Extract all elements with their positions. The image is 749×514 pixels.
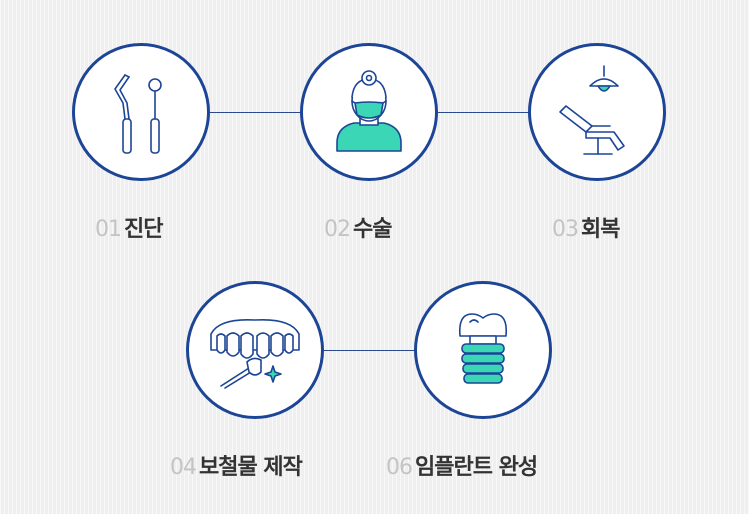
dentist-icon — [336, 70, 402, 152]
step-06-number: 06 — [386, 455, 413, 480]
step-04-circle — [186, 281, 324, 419]
step-03-number: 03 — [552, 217, 579, 242]
step-01-title: 진단 — [124, 217, 163, 242]
step-04-title: 보철물 제작 — [199, 455, 303, 480]
dental-tools-icon — [114, 74, 162, 154]
step-02-circle — [300, 43, 438, 181]
step-03-title: 회복 — [581, 217, 620, 242]
step-01-circle — [72, 43, 210, 181]
step-02-title: 수술 — [353, 217, 392, 242]
step-02-number: 02 — [324, 217, 351, 242]
dental-prosthesis-icon — [210, 318, 300, 389]
step-01-number: 01 — [95, 217, 122, 242]
dental-chair-icon — [559, 65, 625, 155]
connector-line-2-3 — [438, 112, 530, 113]
step-03-circle — [528, 43, 666, 181]
connector-line-1-2 — [210, 112, 302, 113]
implant-icon — [458, 313, 508, 384]
connector-line-4-6 — [324, 350, 416, 351]
step-04-number: 04 — [170, 455, 197, 480]
step-06-title: 임플란트 완성 — [415, 455, 538, 480]
step-06-circle — [414, 281, 552, 419]
